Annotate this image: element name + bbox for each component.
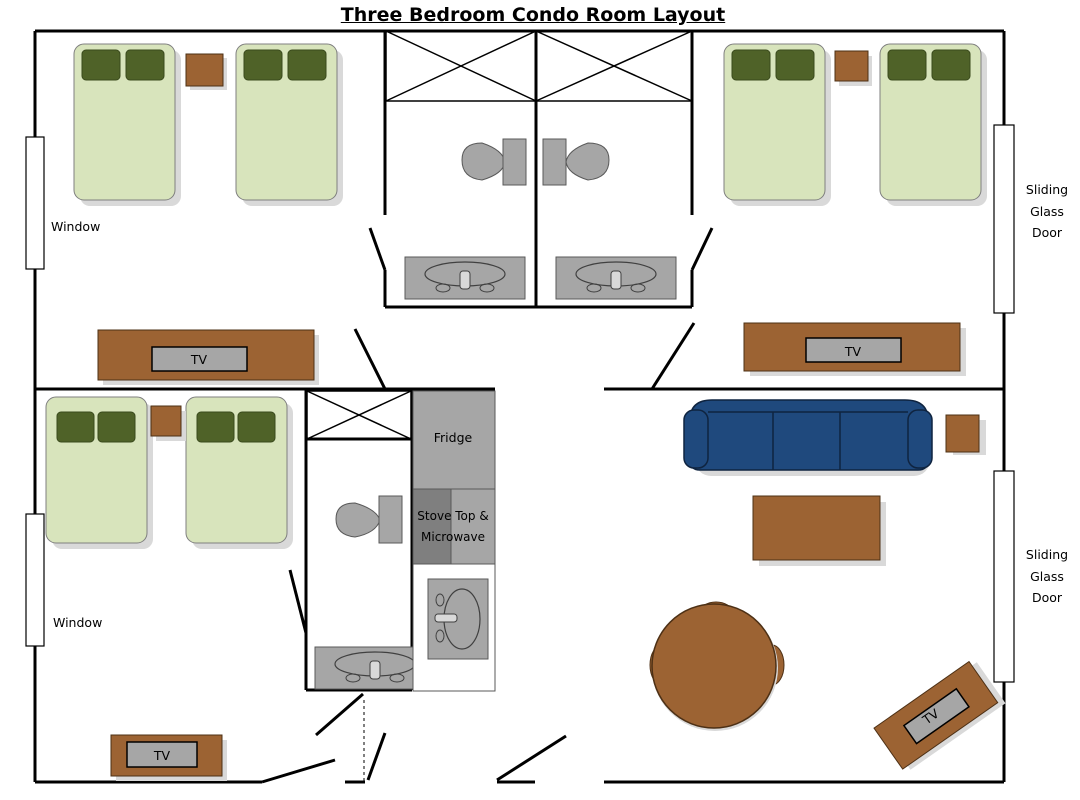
microwave: [450, 488, 496, 565]
svg-text:Sliding: Sliding: [1026, 547, 1068, 562]
end-table: [945, 414, 980, 453]
svg-text:Door: Door: [1032, 590, 1063, 605]
toilet-left: [461, 138, 527, 186]
bed-2b: [879, 43, 988, 207]
nightstand-2: [834, 50, 869, 82]
bed-3b: [185, 396, 294, 550]
sink-right: [555, 256, 677, 300]
fridge: [412, 390, 496, 490]
tv-stand-1: [97, 329, 319, 385]
svg-text:Door: Door: [1032, 225, 1063, 240]
stove-label-line1: Stove Top &: [417, 509, 488, 523]
page-title: Three Bedroom Condo Room Layout: [340, 4, 726, 26]
svg-text:Glass: Glass: [1030, 569, 1064, 584]
dining-table: [649, 601, 785, 731]
tv-label-1: TV: [190, 352, 208, 367]
svg-text:Sliding: Sliding: [1026, 182, 1068, 197]
bed-1a: [73, 43, 182, 207]
window-label-2: Window: [53, 615, 102, 630]
kitchen-sink: [427, 578, 489, 660]
doors: [261, 227, 714, 784]
bed-1b: [235, 43, 344, 207]
toilet-lower: [335, 495, 403, 544]
svg-text:Glass: Glass: [1030, 204, 1064, 219]
sofa: [683, 399, 933, 476]
closets: [306, 30, 693, 440]
bed-3a: [45, 396, 154, 550]
windows: [25, 124, 1015, 683]
fridge-label: Fridge: [434, 430, 473, 445]
coffee-table: [752, 495, 881, 561]
tv-label-2: TV: [844, 344, 862, 359]
tv-stand-4: [873, 660, 1006, 770]
tv-label-3: TV: [153, 748, 171, 763]
tv-stand-2: [743, 322, 966, 376]
toilet-right: [542, 138, 610, 186]
sliding-door-label-2: Sliding Glass Door: [1026, 547, 1068, 605]
window-label-1: Window: [51, 219, 100, 234]
bed-2a: [723, 43, 832, 207]
nightstand-1: [185, 53, 224, 87]
sliding-door-label-1: Sliding Glass Door: [1026, 182, 1068, 240]
tv-stand-3: [110, 734, 227, 781]
stove: [412, 488, 452, 565]
sink-left: [404, 256, 526, 300]
stove-label-line2: Microwave: [421, 530, 485, 544]
nightstand-3: [150, 405, 182, 437]
